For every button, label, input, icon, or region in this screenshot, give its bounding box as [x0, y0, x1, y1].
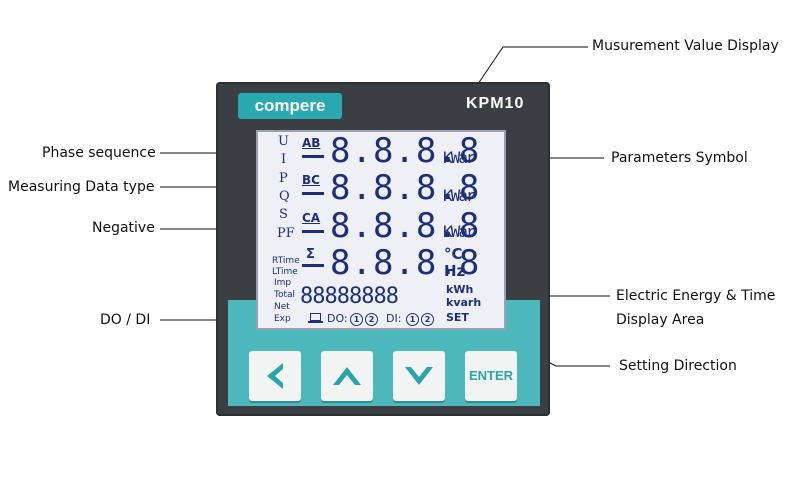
unit-kwh: kWh: [446, 283, 474, 296]
lcd-display: [256, 130, 506, 330]
unit-hz: Hz: [444, 262, 466, 280]
negative-bar-3: [302, 230, 324, 233]
energy-label-ltime: LTime: [272, 267, 298, 277]
type-s: S: [279, 207, 288, 222]
comm-icon-base: [308, 321, 323, 323]
callout-measurement-display: Musurement Value Display: [592, 38, 779, 54]
digits-row-2: 8.8.8.8: [330, 168, 481, 208]
left-key[interactable]: [249, 351, 301, 401]
unit-symbol-2: KWar: [443, 186, 476, 205]
up-key[interactable]: [321, 351, 373, 401]
type-u: U: [278, 134, 289, 149]
left-arrow-icon: [267, 363, 283, 389]
energy-label-net: Net: [274, 302, 290, 312]
negative-bar-4: [302, 264, 324, 267]
type-p: P: [279, 171, 288, 186]
energy-label-total: Total: [274, 290, 296, 300]
unit-symbol-1: KWar: [443, 148, 476, 167]
callout-phase-sequence: Phase sequence: [42, 145, 156, 161]
do-2-indicator: 2: [365, 313, 378, 326]
unit-celsius: °C: [444, 245, 463, 263]
energy-digits: 88888888: [300, 284, 399, 309]
callout-parameters-symbol: Parameters Symbol: [611, 150, 748, 166]
callout-energy-line1: Electric Energy & Time: [616, 288, 776, 304]
set-label: SET: [446, 311, 469, 324]
di-label: DI:: [386, 312, 402, 325]
callout-energy-line2: Display Area: [616, 312, 705, 328]
enter-key[interactable]: ENTER: [465, 351, 517, 401]
type-i: I: [281, 152, 287, 167]
unit-kvarh: kvarh: [446, 296, 482, 309]
digits-row-1: 8.8.8.8: [330, 131, 481, 171]
do-label: DO:: [327, 312, 348, 325]
comm-icon: [310, 313, 321, 321]
di-2-indicator: 2: [421, 313, 434, 326]
callout-do-di: DO / DI: [100, 312, 151, 328]
type-pf: PF: [277, 226, 295, 241]
phase-bc: BC: [302, 173, 320, 187]
type-q: Q: [279, 189, 290, 204]
callout-negative: Negative: [92, 220, 155, 236]
brand-logo: compere: [238, 93, 342, 119]
unit-symbol-3: KWar: [443, 222, 476, 241]
down-key[interactable]: [393, 351, 445, 401]
phase-ca: CA: [302, 211, 321, 225]
do-1-indicator: 1: [350, 313, 363, 326]
callout-setting-direction: Setting Direction: [619, 358, 737, 374]
di-1-indicator: 1: [406, 313, 419, 326]
phase-ab: AB: [302, 136, 321, 150]
energy-label-imp: Imp: [274, 278, 292, 288]
negative-bar-2: [302, 192, 324, 195]
model-label: KPM10: [466, 95, 525, 112]
negative-bar-1: [302, 155, 324, 158]
digits-row-4: 8.8.8.8: [330, 243, 481, 283]
energy-label-exp: Exp: [274, 314, 291, 324]
phase-sigma: Σ: [306, 247, 315, 262]
callout-measuring-data-type: Measuring Data type: [8, 179, 155, 195]
up-arrow-icon: [333, 367, 361, 385]
digits-row-3: 8.8.8.8: [330, 206, 481, 246]
down-arrow-icon: [405, 367, 433, 385]
energy-label-rtime: RTime: [272, 256, 300, 266]
